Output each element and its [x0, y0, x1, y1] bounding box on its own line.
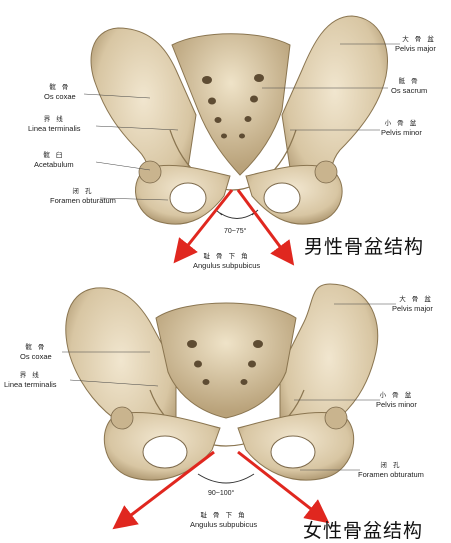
label-os-coxae: 髋 骨 Os coxae — [20, 342, 52, 362]
label-pelvis-minor-la: Pelvis minor — [381, 128, 422, 138]
label-linea-terminalis: 界 线 Linea terminalis — [28, 114, 81, 134]
label-os-sacrum-la: Os sacrum — [391, 86, 427, 96]
male-caption: 男性骨盆结构 — [304, 232, 424, 259]
label-os-sacrum-zh: 骶 骨 — [391, 76, 427, 86]
label-foramen-obturatum-la: Foramen obturatum — [50, 196, 116, 206]
male-angle-arc — [220, 213, 254, 219]
label-acetabulum-zh: 髋 臼 — [34, 150, 74, 160]
label-pelvis-major-la: Pelvis major — [395, 44, 436, 54]
female-right-obturator-foramen — [271, 436, 315, 468]
label-angulus-subpubicus-zh: 耻 骨 下 角 — [193, 251, 260, 261]
label-foramen-obturatum: 闭 孔 Foramen obturatum — [358, 460, 424, 480]
label-os-coxae: 髋 骨 Os coxae — [44, 82, 76, 102]
label-foramen-obturatum-zh: 闭 孔 — [358, 460, 424, 470]
label-linea-terminalis: 界 线 Linea terminalis — [4, 370, 57, 390]
label-angulus-subpubicus-zh: 耻 骨 下 角 — [190, 510, 257, 520]
label-pelvis-minor-la: Pelvis minor — [376, 400, 417, 410]
male-left-obturator-foramen — [170, 183, 206, 213]
label-acetabulum-la: Acetabulum — [34, 160, 74, 170]
label-linea-terminalis-la: Linea terminalis — [4, 380, 57, 390]
label-pelvis-major: 大 骨 盆 Pelvis major — [395, 34, 436, 54]
label-acetabulum: 髋 臼 Acetabulum — [34, 150, 74, 170]
label-os-coxae-la: Os coxae — [44, 92, 76, 102]
label-os-sacrum: 骶 骨 Os sacrum — [391, 76, 427, 96]
male-right-obturator-foramen — [264, 183, 300, 213]
female-angle-arc — [198, 474, 254, 483]
female-left-obturator-foramen — [143, 436, 187, 468]
female-sacrum — [156, 303, 296, 418]
label-pelvis-minor-zh: 小 骨 盆 — [381, 118, 422, 128]
male-pelvis — [84, 16, 400, 256]
label-pelvis-major-zh: 大 骨 盆 — [395, 34, 436, 44]
label-foramen-obturatum-zh: 闭 孔 — [50, 186, 116, 196]
label-linea-terminalis-la: Linea terminalis — [28, 124, 81, 134]
label-angulus-subpubicus: 耻 骨 下 角 Angulus subpubicus — [193, 251, 260, 271]
female-caption: 女性骨盆结构 — [303, 516, 423, 543]
label-os-coxae-la: Os coxae — [20, 352, 52, 362]
label-angulus-subpubicus-la: Angulus subpubicus — [193, 261, 260, 271]
label-os-coxae-zh: 髋 骨 — [44, 82, 76, 92]
male-angle-value: 70~75° — [224, 228, 246, 235]
label-pelvis-minor-zh: 小 骨 盆 — [376, 390, 417, 400]
female-pelvis — [62, 284, 396, 522]
label-linea-terminalis-zh: 界 线 — [4, 370, 57, 380]
label-pelvis-major-la: Pelvis major — [392, 304, 433, 314]
label-pelvis-minor: 小 骨 盆 Pelvis minor — [376, 390, 417, 410]
label-pelvis-minor: 小 骨 盆 Pelvis minor — [381, 118, 422, 138]
label-foramen-obturatum-la: Foramen obturatum — [358, 470, 424, 480]
label-linea-terminalis-zh: 界 线 — [28, 114, 81, 124]
label-angulus-subpubicus: 耻 骨 下 角 Angulus subpubicus — [190, 510, 257, 530]
label-angulus-subpubicus-la: Angulus subpubicus — [190, 520, 257, 530]
label-pelvis-major-zh: 大 骨 盆 — [392, 294, 433, 304]
label-foramen-obturatum: 闭 孔 Foramen obturatum — [50, 186, 116, 206]
label-os-coxae-zh: 髋 骨 — [20, 342, 52, 352]
label-pelvis-major: 大 骨 盆 Pelvis major — [392, 294, 433, 314]
female-angle-value: 90~100° — [208, 490, 234, 497]
